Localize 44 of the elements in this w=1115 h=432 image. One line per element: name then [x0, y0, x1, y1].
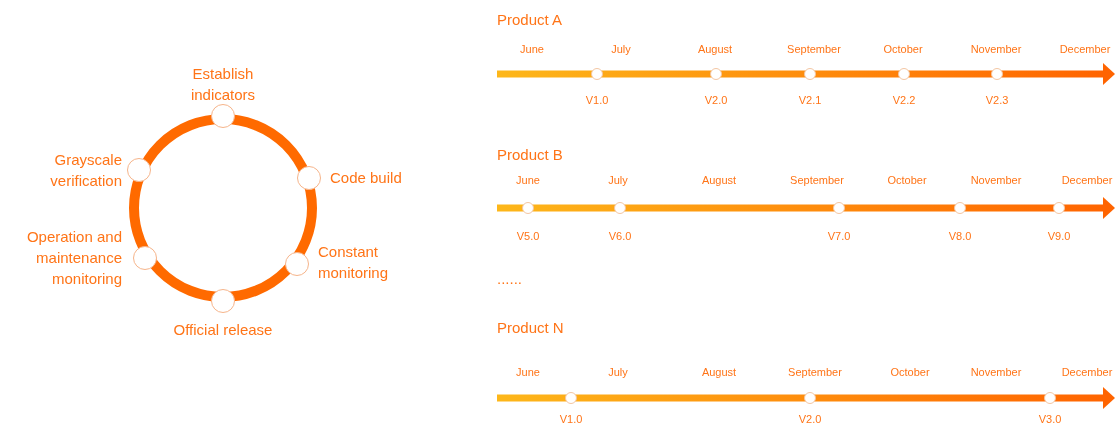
month-label: October — [887, 174, 927, 186]
version-label: V1.0 — [585, 94, 609, 106]
version-label: V2.2 — [892, 94, 916, 106]
month-label: July — [608, 174, 628, 186]
month-label: November — [970, 366, 1022, 378]
month-label: June — [516, 366, 540, 378]
month-label: September — [788, 366, 842, 378]
version-label: V5.0 — [516, 230, 540, 242]
month-label: August — [701, 366, 737, 378]
month-label: December — [1061, 366, 1113, 378]
version-label: V1.0 — [559, 413, 583, 425]
month-label: October — [890, 366, 930, 378]
version-label: V2.1 — [798, 94, 822, 106]
version-label: V7.0 — [827, 230, 851, 242]
month-label: December — [1059, 43, 1111, 55]
month-label: July — [611, 43, 631, 55]
version-label: V3.0 — [1038, 413, 1062, 425]
version-label: V8.0 — [948, 230, 972, 242]
stage-label: Grayscale verification — [20, 149, 122, 191]
version-label: V9.0 — [1047, 230, 1071, 242]
stage-label: Constant monitoring — [318, 241, 428, 283]
month-label: June — [516, 174, 540, 186]
month-label: September — [790, 174, 844, 186]
month-label: October — [883, 43, 923, 55]
stage-label: Establish indicators — [163, 63, 283, 105]
month-label: November — [970, 174, 1022, 186]
version-label: V2.3 — [985, 94, 1009, 106]
month-label: July — [608, 366, 628, 378]
month-label: June — [520, 43, 544, 55]
stage-label: Operation and maintenance monitoring — [4, 226, 122, 289]
product-title: Product N — [497, 318, 564, 336]
stage-label: Official release — [153, 319, 293, 340]
version-label: V2.0 — [704, 94, 728, 106]
month-label: September — [787, 43, 841, 55]
month-label: August — [697, 43, 733, 55]
month-label: December — [1061, 174, 1113, 186]
month-label: August — [701, 174, 737, 186]
product-title: Product B — [497, 145, 563, 163]
version-label: V6.0 — [608, 230, 632, 242]
version-label: V2.0 — [798, 413, 822, 425]
stage-label: Code build — [330, 167, 430, 188]
month-label: November — [970, 43, 1022, 55]
ellipsis-text: ...... — [497, 269, 522, 287]
product-title: Product A — [497, 10, 563, 28]
